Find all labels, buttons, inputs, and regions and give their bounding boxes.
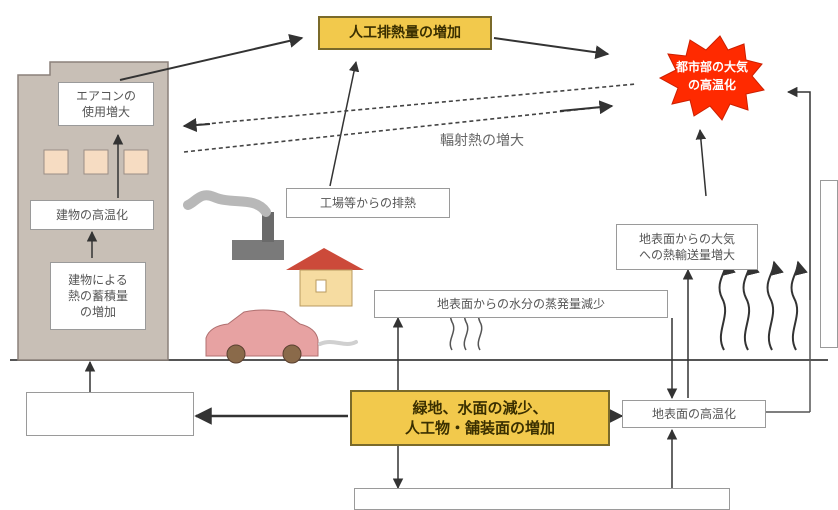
label-surface-heating: 地表面の高温化: [622, 400, 766, 428]
label-reflectivity-decrease: [26, 392, 194, 436]
car-illustration: [205, 309, 358, 364]
label-surface-heat-flux: 地表面からの大気 への熱輸送量増大: [616, 224, 758, 270]
heat-wave-lines: [718, 260, 808, 351]
label-factory-exhaust: 工場等からの排熱: [286, 188, 450, 218]
label-urban-air-heating: 都市部の大気 の高温化: [675, 60, 748, 92]
label-anthropogenic-heat: 人工排熱量の増加: [318, 16, 492, 50]
label-side-vertical: [820, 180, 838, 348]
label-aircon-use: エアコンの 使用増大: [58, 82, 154, 126]
label-building-heating: 建物の高温化: [30, 200, 154, 230]
factory-illustration: [183, 190, 284, 260]
label-evaporation-decrease: 地表面からの水分の蒸発量減少: [374, 290, 668, 318]
label-radiant-heat: 輻射熱の増大: [440, 133, 524, 149]
hot-air-burst: [658, 35, 765, 121]
label-bottom-storage: [354, 488, 730, 510]
label-building-heat-storage: 建物による 熱の蓄積量 の増加: [50, 262, 146, 330]
label-greenery-decrease: 緑地、水面の減少、 人工物・舗装面の増加: [350, 390, 610, 446]
house-illustration: [286, 248, 364, 307]
